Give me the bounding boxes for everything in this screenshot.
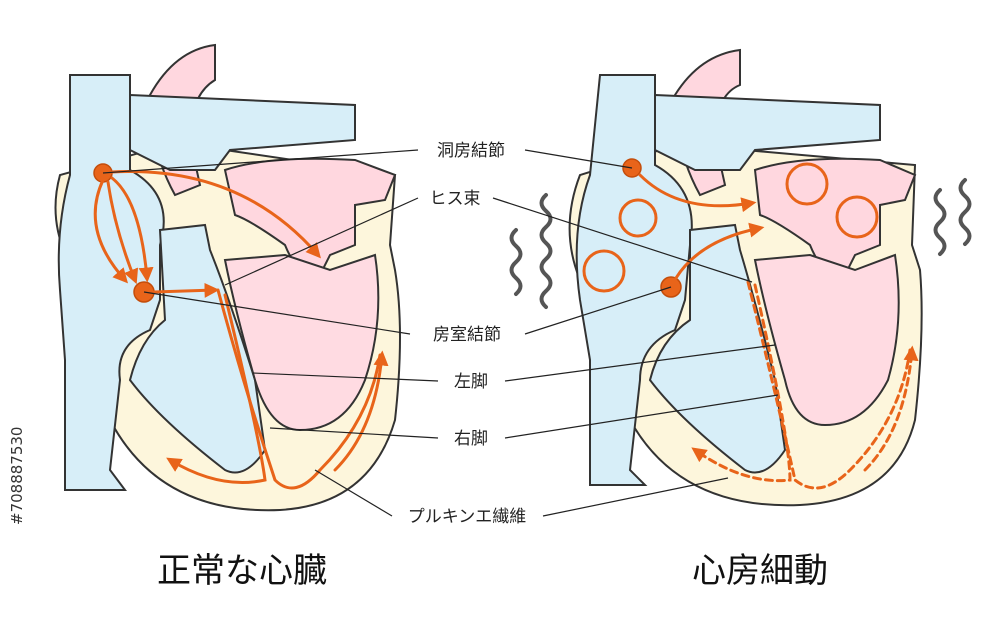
afib-arrow-to-septum (674, 222, 765, 280)
wavy-line-icon (958, 178, 972, 246)
label-sa-node: 洞房結節 (437, 141, 505, 161)
wavy-line-icon (509, 228, 523, 296)
afib-right-ventricle (648, 223, 787, 474)
normal-pulmonary-artery (129, 93, 356, 171)
label-left-bundle: 左脚 (454, 372, 488, 392)
afib-right-atrium (575, 74, 693, 486)
afib-reentry-loops (582, 162, 879, 293)
leader-lines (102, 149, 779, 517)
afib-right-bundle (691, 283, 792, 483)
normal-arrow-left-atrium (110, 170, 321, 259)
normal-arrow-atrial-3 (110, 176, 154, 283)
wavy-line-icon (933, 188, 947, 256)
afib-left-ventricle (753, 253, 900, 427)
normal-right-atrium (57, 74, 165, 491)
normal-purkinje-up (333, 350, 389, 472)
title-normal-heart: 正常な心臓 (157, 551, 327, 591)
afib-loop-1 (618, 198, 658, 238)
afib-loop-3 (785, 162, 829, 206)
normal-right-bundle (166, 293, 267, 484)
label-his-bundle: ヒス束 (430, 189, 481, 209)
normal-arrow-atrial-2 (106, 180, 139, 285)
afib-loop-4 (835, 195, 879, 239)
normal-heart (54, 43, 401, 512)
afib-loop-2 (582, 249, 626, 293)
afib-purkinje-up (863, 345, 919, 472)
afib-arrow-to-left-atrium (638, 173, 757, 213)
watermark-id: #708887530 (8, 427, 26, 525)
label-av-node: 房室結節 (433, 325, 501, 345)
label-purkinje: プルキンエ繊維 (408, 507, 527, 527)
wavy-line-icon (539, 193, 553, 309)
afib-left-bundle (746, 280, 912, 490)
title-atrial-fibrillation: 心房細動 (692, 551, 828, 591)
afib-heart (509, 48, 972, 507)
normal-arrow-atrial-1 (93, 178, 129, 284)
afib-pulmonary-artery (654, 93, 881, 171)
normal-arrow-his (152, 282, 220, 298)
label-right-bundle: 右脚 (454, 429, 488, 449)
normal-left-bundle (216, 288, 382, 490)
normal-left-ventricle (223, 253, 380, 432)
